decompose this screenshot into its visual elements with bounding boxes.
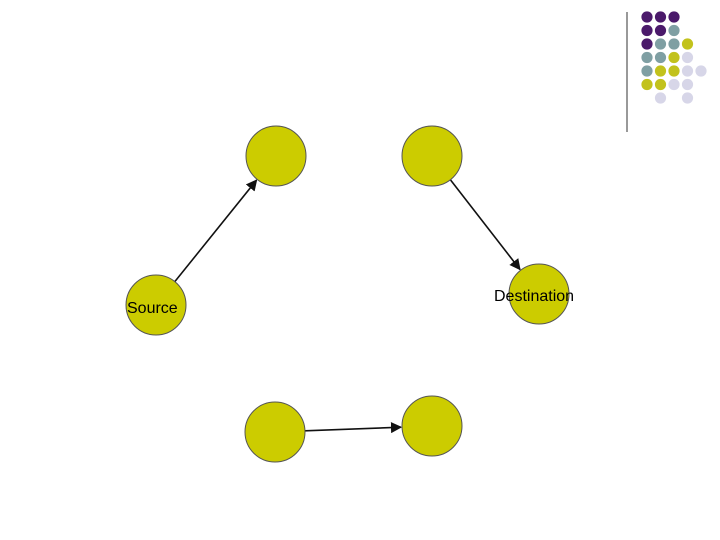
- edge-bottom-left-to-bottom-right: [305, 427, 401, 431]
- decorative-dot-olive: [682, 38, 693, 49]
- decorative-dot-lavender: [682, 65, 693, 76]
- decorative-dot-teal: [655, 52, 666, 63]
- node-bottom-right: [402, 396, 462, 456]
- destination-label: Destination: [494, 288, 574, 305]
- decorative-dot-purple: [655, 11, 666, 22]
- edge-source-to-top-left: [175, 180, 257, 281]
- decorative-dot-lavender: [682, 52, 693, 63]
- node-top-right: [402, 126, 462, 186]
- decorative-dot-teal: [655, 38, 666, 49]
- node-top-left: [246, 126, 306, 186]
- decorative-dot-teal: [641, 52, 652, 63]
- decorative-dot-lavender: [655, 92, 666, 103]
- decorative-dot-purple: [655, 25, 666, 36]
- decorative-dot-lavender: [682, 92, 693, 103]
- decorative-dot-purple: [641, 11, 652, 22]
- decorative-dot-purple: [641, 25, 652, 36]
- decorative-dot-olive: [655, 79, 666, 90]
- decorative-dot-teal: [668, 25, 679, 36]
- decorative-dot-grid: [641, 11, 706, 103]
- diagram-edges: [175, 180, 520, 431]
- decorative-dot-purple: [641, 38, 652, 49]
- decorative-dot-lavender: [668, 79, 679, 90]
- decorative-dot-olive: [641, 79, 652, 90]
- decorative-dot-olive: [668, 65, 679, 76]
- edge-top-right-to-destination: [450, 180, 520, 270]
- decorative-dot-lavender: [682, 79, 693, 90]
- decorative-dot-teal: [641, 65, 652, 76]
- decorative-dot-purple: [668, 11, 679, 22]
- decorative-dot-olive: [668, 52, 679, 63]
- decorative-dot-teal: [668, 38, 679, 49]
- decorative-dot-olive: [655, 65, 666, 76]
- source-label: Source: [127, 300, 178, 317]
- node-bottom-left: [245, 402, 305, 462]
- decorative-dot-lavender: [695, 65, 706, 76]
